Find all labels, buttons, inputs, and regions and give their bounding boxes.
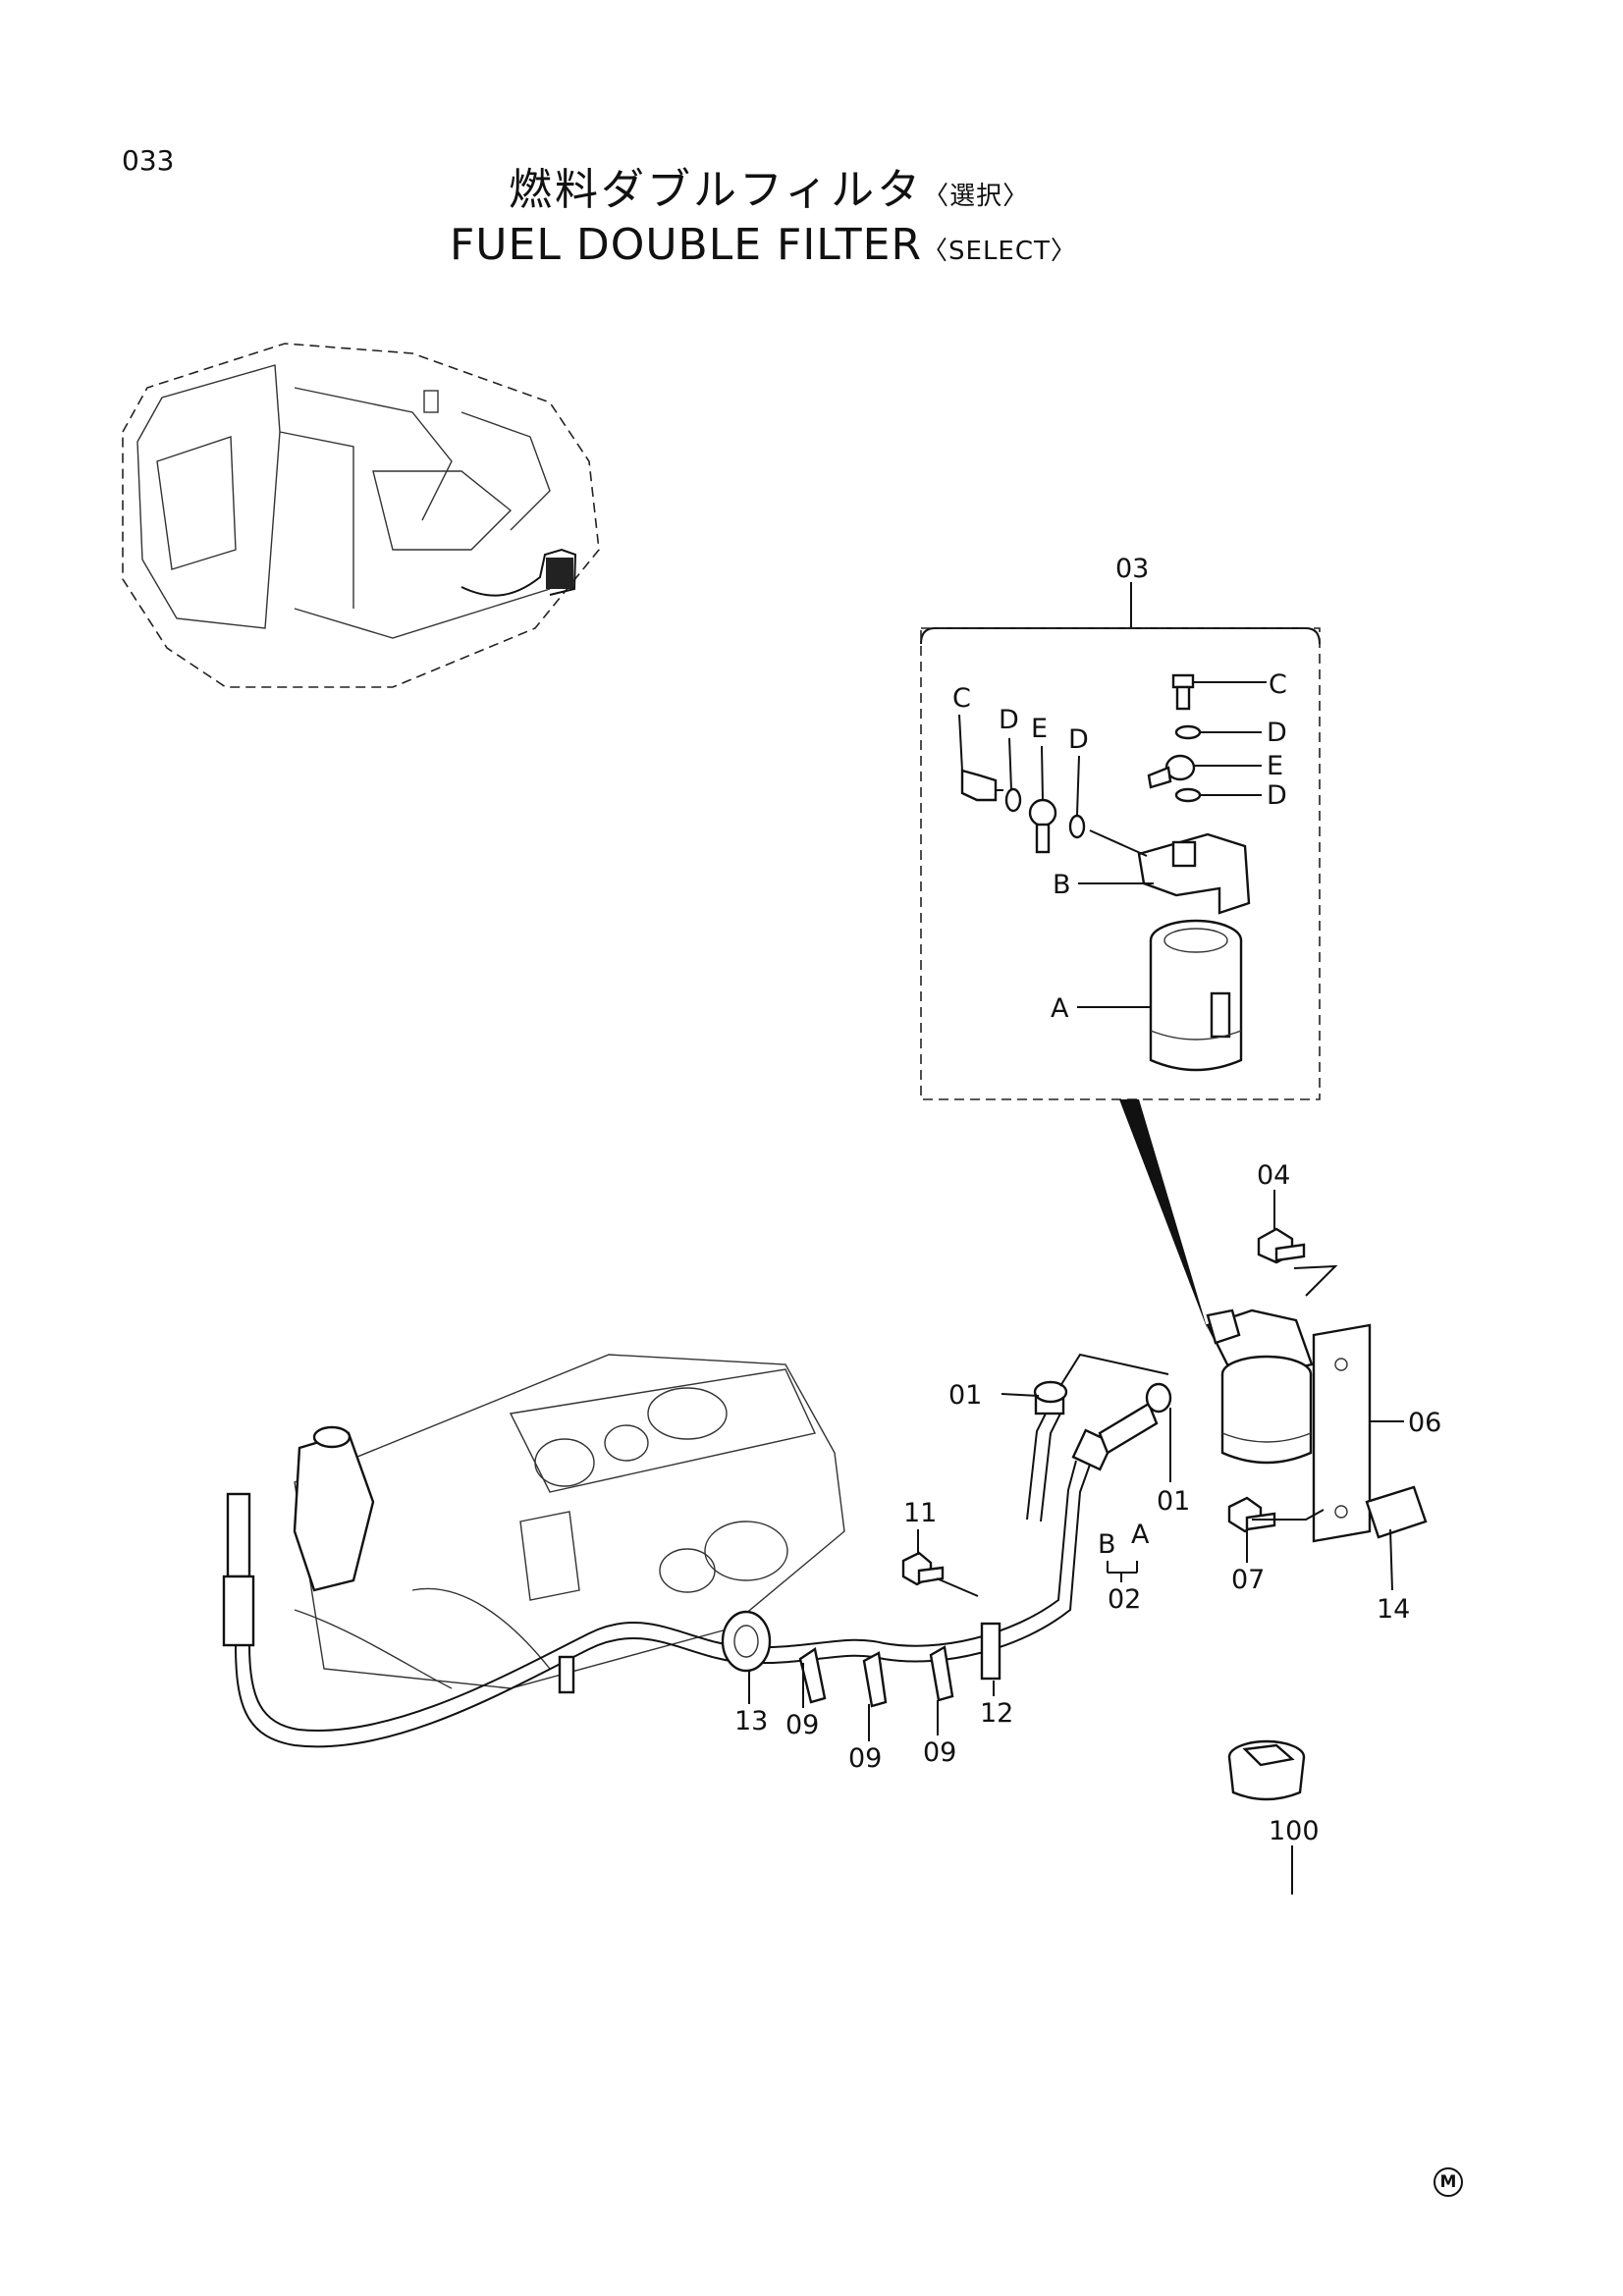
title-japanese: 燃料ダブルフィルタ〈選択〉 xyxy=(509,169,1029,212)
filter-assembly-box-03 xyxy=(920,582,1321,1330)
callout-01-right: 01 xyxy=(1157,1486,1190,1517)
callout-100: 100 xyxy=(1269,1816,1320,1846)
manufacturer-mark: M xyxy=(1434,2167,1463,2197)
callout-d-right-1: D xyxy=(1267,718,1287,748)
title-en-text: FUEL DOUBLE FILTER xyxy=(450,220,923,270)
title-jp-select: 〈選択〉 xyxy=(923,182,1030,211)
callout-02: 02 xyxy=(1108,1584,1141,1615)
callout-e-right: E xyxy=(1267,751,1283,781)
callout-12: 12 xyxy=(980,1698,1013,1729)
callout-labels: 03 C D E D C D E D B A 04 06 07 14 01 01… xyxy=(734,554,1441,1846)
page-number: 033 xyxy=(122,144,175,177)
callout-c-right: C xyxy=(1269,669,1287,700)
callout-07: 07 xyxy=(1231,1565,1265,1595)
callout-a-cartridge: A xyxy=(1051,993,1069,1024)
callout-06: 06 xyxy=(1408,1408,1441,1438)
leader-lines xyxy=(748,1190,1404,1895)
engine-sketch xyxy=(293,1354,845,1689)
callout-d-left-1: D xyxy=(999,705,1019,735)
callout-14: 14 xyxy=(1377,1594,1410,1625)
callout-hose-a: A xyxy=(1131,1520,1150,1550)
callout-hose-b: B xyxy=(1098,1529,1116,1560)
callout-09-a: 09 xyxy=(785,1710,819,1740)
callout-04: 04 xyxy=(1257,1160,1290,1191)
callout-13: 13 xyxy=(734,1706,768,1736)
fuel-hose-routing xyxy=(222,1380,1172,1748)
callout-03: 03 xyxy=(1115,554,1149,584)
excavator-location-sketch xyxy=(122,343,600,688)
callout-e-left: E xyxy=(1031,714,1048,744)
callout-09-b: 09 xyxy=(848,1743,882,1774)
callout-09-c: 09 xyxy=(923,1737,956,1768)
installed-filter xyxy=(901,1227,1428,1801)
title-jp-text: 燃料ダブルフィルタ xyxy=(509,165,924,215)
callout-11: 11 xyxy=(903,1498,937,1528)
title-en-select: 〈SELECT〉 xyxy=(922,237,1077,266)
callout-b-head: B xyxy=(1053,870,1071,900)
callout-d-left-2: D xyxy=(1068,724,1089,755)
title-english: FUEL DOUBLE FILTER〈SELECT〉 xyxy=(450,224,1077,267)
callout-c-left: C xyxy=(952,683,971,714)
callout-d-right-2: D xyxy=(1267,780,1287,811)
callout-01-left: 01 xyxy=(948,1380,982,1411)
